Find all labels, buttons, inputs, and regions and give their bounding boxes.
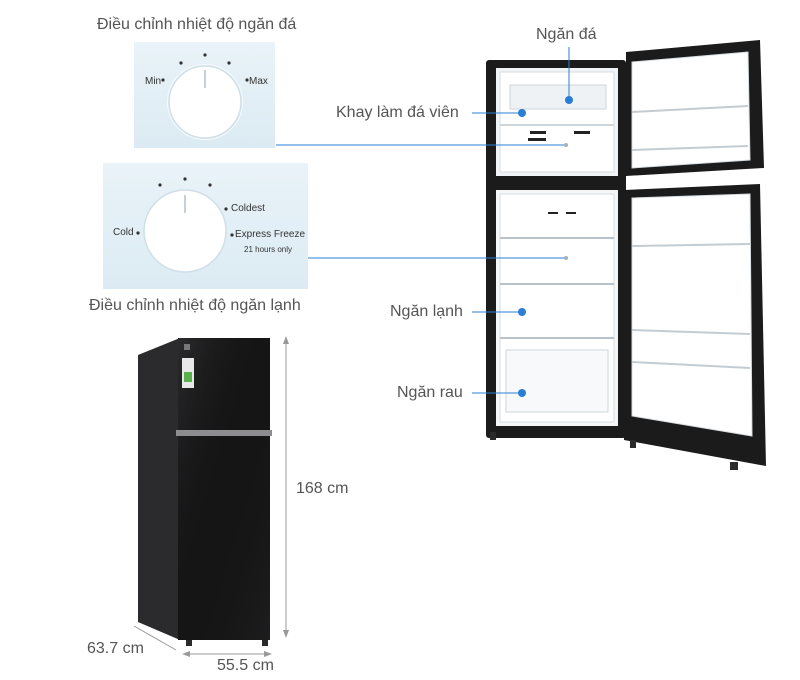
fridge-dial-icon [136, 177, 234, 273]
freezer-dial-icon [161, 53, 249, 140]
freezer-callout-dot [565, 96, 573, 104]
callout-crisper: Ngăn rau [397, 384, 463, 401]
fridge-control-title: Điều chỉnh nhiệt độ ngăn lạnh [89, 297, 301, 314]
fridge-dial-panel: Cold Coldest Express Freeze 21 hours onl… [103, 163, 308, 289]
fridge-express-note: 21 hours only [244, 245, 293, 254]
callout-ice-tray: Khay làm đá viên [336, 104, 459, 121]
dimension-depth: 63.7 cm [87, 640, 144, 657]
freezer-dial-panel: Min Max [134, 42, 275, 148]
freezer-control-title: Điều chỉnh nhiệt độ ngăn đá [97, 16, 297, 33]
crisper-callout-dot [518, 389, 526, 397]
ice-tray-callout-dot [518, 109, 526, 117]
fridge-callout-dot [518, 308, 526, 316]
freezer-max-label: Max [249, 76, 268, 87]
fridge-express-label: Express Freeze [235, 229, 306, 240]
dimension-height: 168 cm [296, 480, 349, 497]
fridge-cold-label: Cold [113, 227, 134, 238]
dimension-width: 55.5 cm [217, 657, 274, 674]
callout-freezer: Ngăn đá [536, 26, 597, 43]
callout-fridge: Ngăn lạnh [390, 303, 463, 320]
freezer-min-label: Min [145, 76, 162, 87]
fridge-coldest-label: Coldest [231, 203, 265, 214]
